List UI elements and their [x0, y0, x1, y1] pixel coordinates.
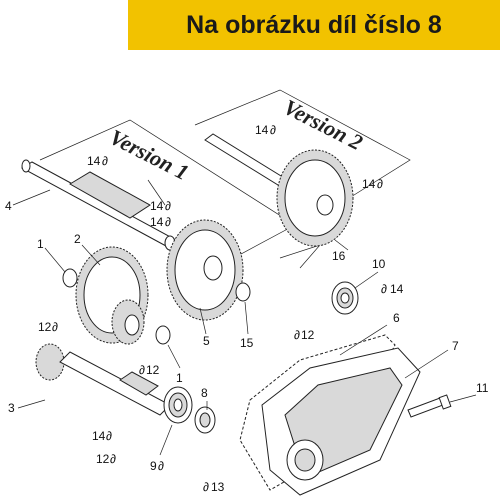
- version-1-label: Version 1: [106, 124, 193, 185]
- droplet-icon: ∂: [165, 199, 171, 213]
- callout-15: 15: [240, 336, 254, 350]
- callout-14-shaft4-mid: 14: [150, 199, 164, 213]
- droplet-icon: ∂: [52, 320, 58, 334]
- pinion-shaft-3: [35, 343, 171, 416]
- washer-15: [235, 282, 251, 302]
- part-number-banner: Na obrázku díl číslo 8: [128, 0, 500, 50]
- callout-2: 2: [74, 232, 81, 246]
- droplet-icon: ∂: [294, 328, 300, 342]
- callout-14-shaft4-top: 14: [87, 154, 101, 168]
- callout-9: 9: [150, 459, 157, 473]
- droplet-icon: ∂: [203, 480, 209, 494]
- version-2-frame: [194, 89, 411, 211]
- callout-13: 13: [211, 480, 225, 494]
- gear-2: [75, 246, 149, 345]
- version-2-label: Version 2: [280, 94, 367, 155]
- bolt-11: [407, 394, 452, 418]
- callout-labels: 1 1 2 3 4 5 6 7 8 9 10 11 12 12 12 12 13…: [5, 123, 489, 494]
- callout-10: 10: [372, 257, 386, 271]
- oil-seal-8: [194, 406, 216, 434]
- droplet-icon: ∂: [106, 429, 112, 443]
- callout-3: 3: [8, 401, 15, 415]
- callout-6: 6: [393, 311, 400, 325]
- shaft-gear-16: [204, 133, 354, 247]
- banner-title: Na obrázku díl číslo 8: [186, 10, 442, 39]
- droplet-icon: ∂: [381, 282, 387, 296]
- callout-12-gear2: 12: [38, 320, 52, 334]
- callout-16: 16: [332, 249, 346, 263]
- droplet-icon: ∂: [139, 363, 145, 377]
- gear-5: [166, 219, 244, 321]
- callout-4: 4: [5, 199, 12, 213]
- callout-11: 11: [476, 381, 489, 395]
- callout-1-bottom: 1: [176, 371, 183, 385]
- droplet-icon: ∂: [165, 215, 171, 229]
- washer-1-top: [62, 268, 78, 288]
- transmission-cover-7: [261, 347, 421, 496]
- callout-14-v2-gear: 14: [362, 177, 376, 191]
- callout-14-bearing10: 14: [390, 282, 404, 296]
- callout-7: 7: [452, 339, 459, 353]
- droplet-icon: ∂: [158, 459, 164, 473]
- callout-14-shaft4-low: 14: [150, 215, 164, 229]
- shaft-4: [20, 159, 178, 251]
- callout-12-center: 12: [146, 363, 160, 377]
- callout-14-shaft3: 14: [92, 429, 106, 443]
- bearing-10: [331, 281, 359, 315]
- callout-12-bearing: 12: [301, 328, 315, 342]
- droplet-icon: ∂: [102, 154, 108, 168]
- droplet-icon: ∂: [110, 452, 116, 466]
- bearing-9: [163, 386, 193, 424]
- version-2-lower-frame: [279, 244, 322, 269]
- callout-8: 8: [201, 386, 208, 400]
- callout-5: 5: [203, 334, 210, 348]
- callout-12-shaft3: 12: [96, 452, 110, 466]
- leader-lines: [12, 179, 477, 456]
- droplet-icon: ∂: [377, 177, 383, 191]
- droplet-icon: ∂: [270, 123, 276, 137]
- washer-1-bottom: [155, 325, 171, 345]
- callout-14-v2-top: 14: [255, 123, 269, 137]
- version-1-frame: [39, 119, 296, 269]
- droplet-markers: ∂ ∂ ∂ ∂ ∂ ∂ ∂ ∂ ∂ ∂ ∂ ∂ ∂: [52, 123, 387, 494]
- callout-1-top: 1: [37, 237, 44, 251]
